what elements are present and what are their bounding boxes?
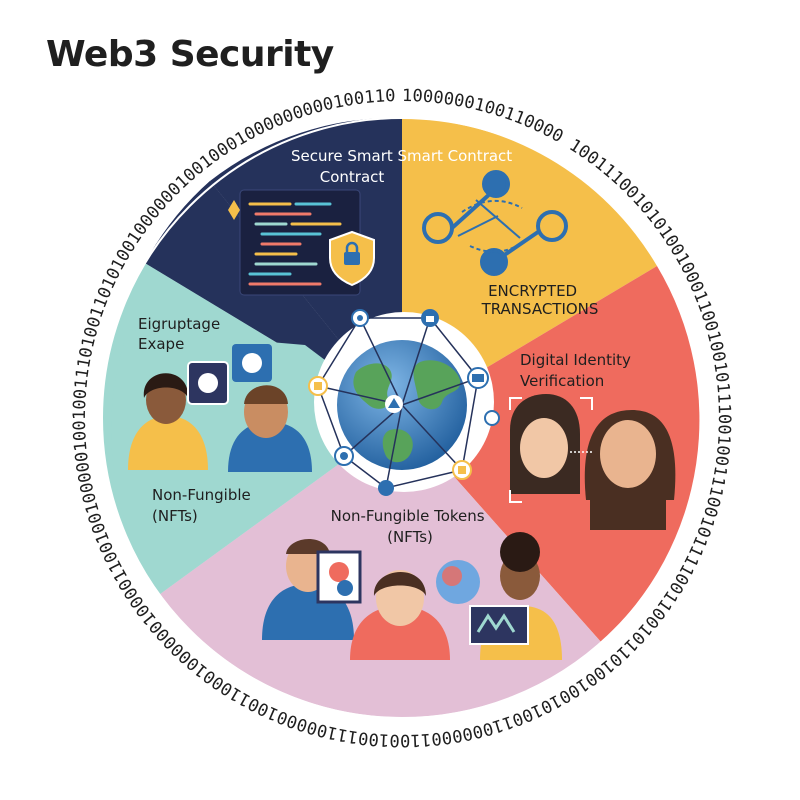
- shield-lock-icon: [329, 230, 375, 287]
- identity-label-line2: Verification: [520, 372, 604, 390]
- code-editor-illustration: [228, 189, 375, 296]
- keys-network-illustration: [422, 170, 568, 276]
- link-icon: [484, 410, 500, 426]
- encrypted-label: ENCRYPTED TRANSACTIONS: [481, 282, 599, 318]
- center-globe: [314, 312, 494, 492]
- network-badges: [308, 309, 500, 496]
- diamond-icon: [228, 200, 240, 220]
- nft-left-label-line2: (NFTs): [152, 507, 198, 525]
- nft-bottom-label-line1: Non-Fungible Tokens: [331, 507, 485, 525]
- smart-contract-label-line2: Contract: [320, 168, 385, 186]
- fingerprint-icon: [351, 309, 369, 327]
- left-top-label-line1: Eigruptage: [138, 315, 220, 333]
- person-icon: [378, 480, 394, 496]
- encrypted-label-line2: TRANSACTIONS: [481, 300, 599, 318]
- identity-label: Digital Identity Verification: [520, 351, 636, 390]
- people-with-nfts-illustration: [262, 532, 562, 660]
- left-top-label-line2: Exape: [138, 335, 184, 353]
- nft-bottom-label-line2: (NFTs): [387, 528, 433, 546]
- bank-icon: [308, 376, 328, 396]
- face-verification-illustration: [509, 394, 676, 530]
- nft-bottom-label: Non-Fungible Tokens (NFTs): [331, 507, 490, 546]
- shield-icon: [334, 446, 354, 466]
- nft-left-label-line1: Non-Fungible: [152, 486, 251, 504]
- smart-contract-label-line1: Secure Smart Smart Contract: [291, 147, 512, 165]
- cube-icon: [452, 460, 472, 480]
- lock-icon: [421, 309, 439, 327]
- wallet-icon: [467, 367, 489, 389]
- nft-left-label: Non-Fungible (NFTs): [152, 486, 256, 525]
- identity-label-line1: Digital Identity: [520, 351, 631, 369]
- encrypted-label-line1: ENCRYPTED: [488, 282, 577, 300]
- smart-contract-label: Secure Smart Smart Contract Contract: [291, 147, 517, 186]
- left-top-label: Eigruptage Exape: [138, 315, 225, 353]
- page-title: Web3 Security: [46, 34, 334, 75]
- people-with-tablets-illustration: [128, 344, 312, 472]
